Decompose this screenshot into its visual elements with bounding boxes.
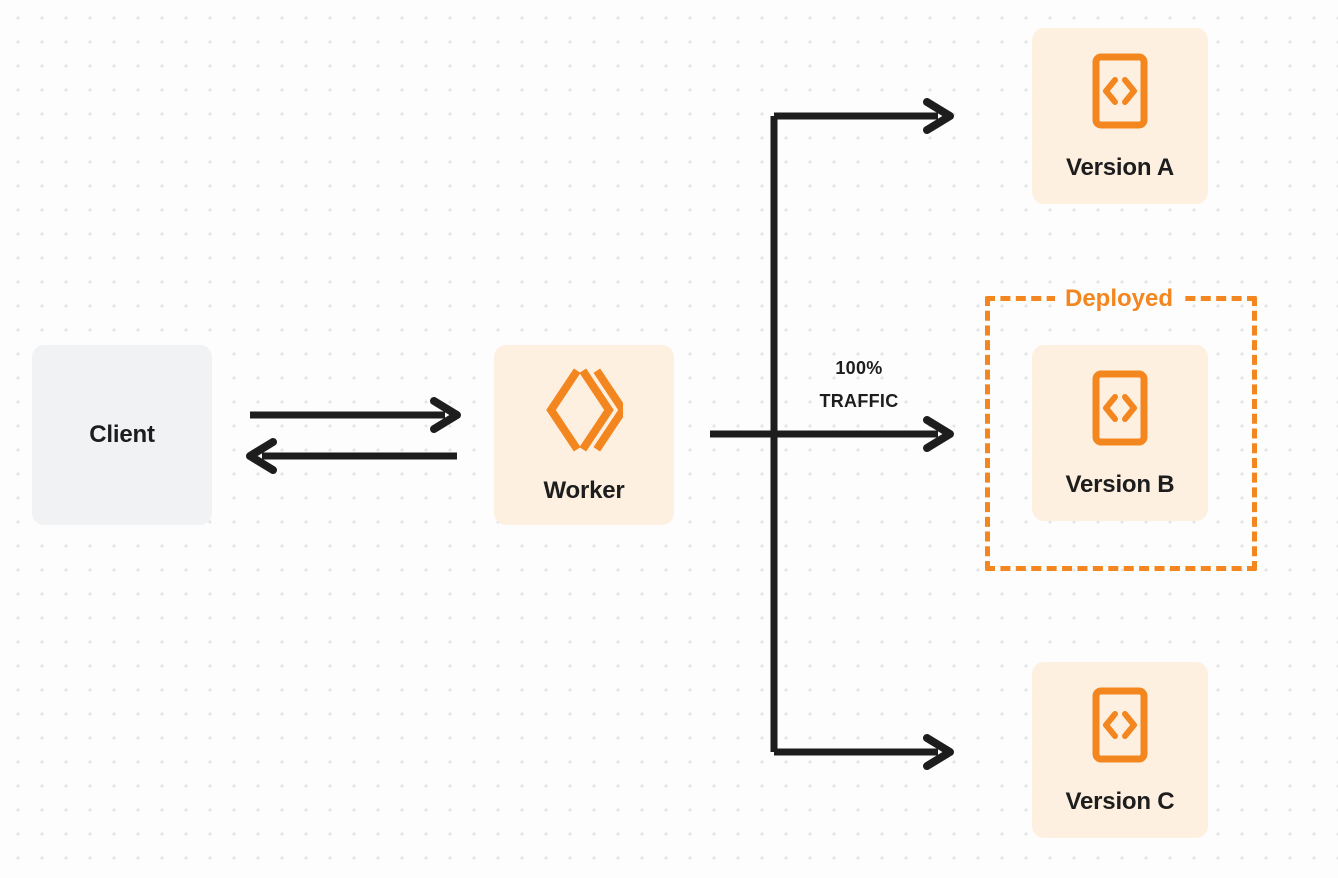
code-brackets-icon — [1092, 53, 1148, 134]
node-client-label: Client — [89, 421, 155, 448]
node-version-a-label: Version A — [1065, 153, 1175, 181]
arrowhead-version-a — [923, 98, 954, 134]
arrowhead-version-b — [923, 416, 954, 452]
traffic-caption: TRAFFIC — [819, 391, 899, 412]
arrowhead-version-c — [923, 734, 954, 770]
node-version-b[interactable]: Version B — [1032, 345, 1208, 521]
node-version-c[interactable]: Version C — [1032, 662, 1208, 838]
arrowhead-worker-to-client — [246, 438, 277, 474]
node-version-a[interactable]: Version A — [1032, 28, 1208, 204]
node-worker-label: Worker — [543, 476, 625, 504]
traffic-label: 100% TRAFFIC — [800, 352, 918, 419]
cloudflare-workers-logo-icon — [545, 367, 628, 457]
code-brackets-icon — [1092, 370, 1148, 451]
node-version-b-label: Version B — [1065, 470, 1175, 498]
arrowhead-client-to-worker — [430, 397, 461, 433]
node-version-c-label: Version C — [1065, 787, 1175, 815]
node-worker[interactable]: Worker — [494, 345, 674, 525]
node-client[interactable]: Client — [32, 345, 212, 525]
traffic-percent: 100% — [835, 358, 883, 378]
code-brackets-icon — [1092, 687, 1148, 768]
deployed-group-label: Deployed — [1055, 287, 1184, 311]
